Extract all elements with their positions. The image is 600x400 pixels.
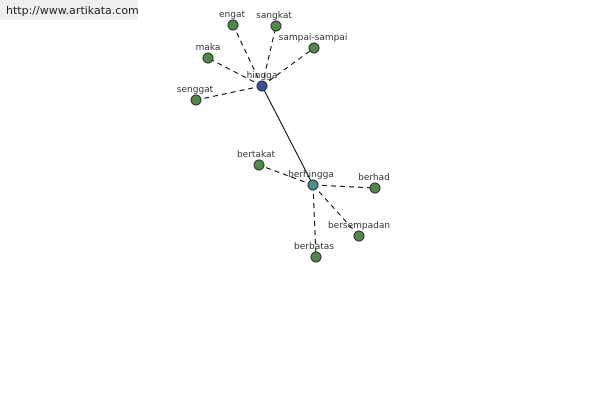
node-label-senggat[interactable]: senggat: [177, 85, 214, 95]
edge-berhingga-bersempadan: [312, 184, 360, 237]
node-label-bersempadan[interactable]: bersempadan: [328, 221, 390, 231]
node-label-bertakat[interactable]: bertakat: [237, 150, 276, 160]
edge-berhingga-berhad: [312, 184, 376, 189]
edge-hingga-sangkat: [261, 25, 277, 87]
edge-hingga-sampai-sampai: [261, 47, 315, 87]
leaf-node-berhad[interactable]: [369, 182, 381, 194]
leaf-node-bertakat[interactable]: [253, 159, 265, 171]
edge-hingga-berhingga: [261, 85, 314, 186]
node-label-sangkat[interactable]: sangkat: [256, 11, 292, 21]
leaf-node-bersempadan[interactable]: [353, 230, 365, 242]
leaf-node-senggat[interactable]: [190, 94, 202, 106]
leaf-node-berbatas[interactable]: [310, 251, 322, 263]
edge-berhingga-berbatas: [312, 184, 317, 258]
hub-node-hingga[interactable]: [256, 80, 268, 92]
nodes-layer: [190, 19, 381, 263]
edge-hingga-senggat: [195, 85, 263, 101]
leaf-node-maka[interactable]: [202, 52, 214, 64]
node-label-engat[interactable]: engat: [219, 10, 245, 20]
edge-berhingga-bertakat: [258, 164, 314, 186]
edge-hingga-engat: [232, 24, 263, 87]
edge-hingga-maka: [207, 57, 263, 87]
node-label-maka[interactable]: maka: [196, 43, 221, 53]
node-label-sampai-sampai[interactable]: sampai-sampai: [279, 33, 348, 43]
hub-node-berhingga[interactable]: [307, 179, 319, 191]
edges-layer: [195, 24, 376, 258]
node-label-berhad[interactable]: berhad: [358, 173, 390, 183]
leaf-node-engat[interactable]: [227, 19, 239, 31]
url-bar: http://www.artikata.com: [0, 0, 139, 20]
node-label-berhingga[interactable]: berhingga: [288, 170, 334, 180]
leaf-node-sampai-sampai[interactable]: [308, 42, 320, 54]
leaf-node-sangkat[interactable]: [270, 20, 282, 32]
node-label-hingga[interactable]: hingga: [247, 71, 278, 81]
node-label-berbatas[interactable]: berbatas: [294, 242, 334, 252]
site-url-link[interactable]: http://www.artikata.com: [6, 4, 139, 17]
labels-layer: hingga berhingga engat sangkat sampai-sampai…: [177, 10, 390, 252]
